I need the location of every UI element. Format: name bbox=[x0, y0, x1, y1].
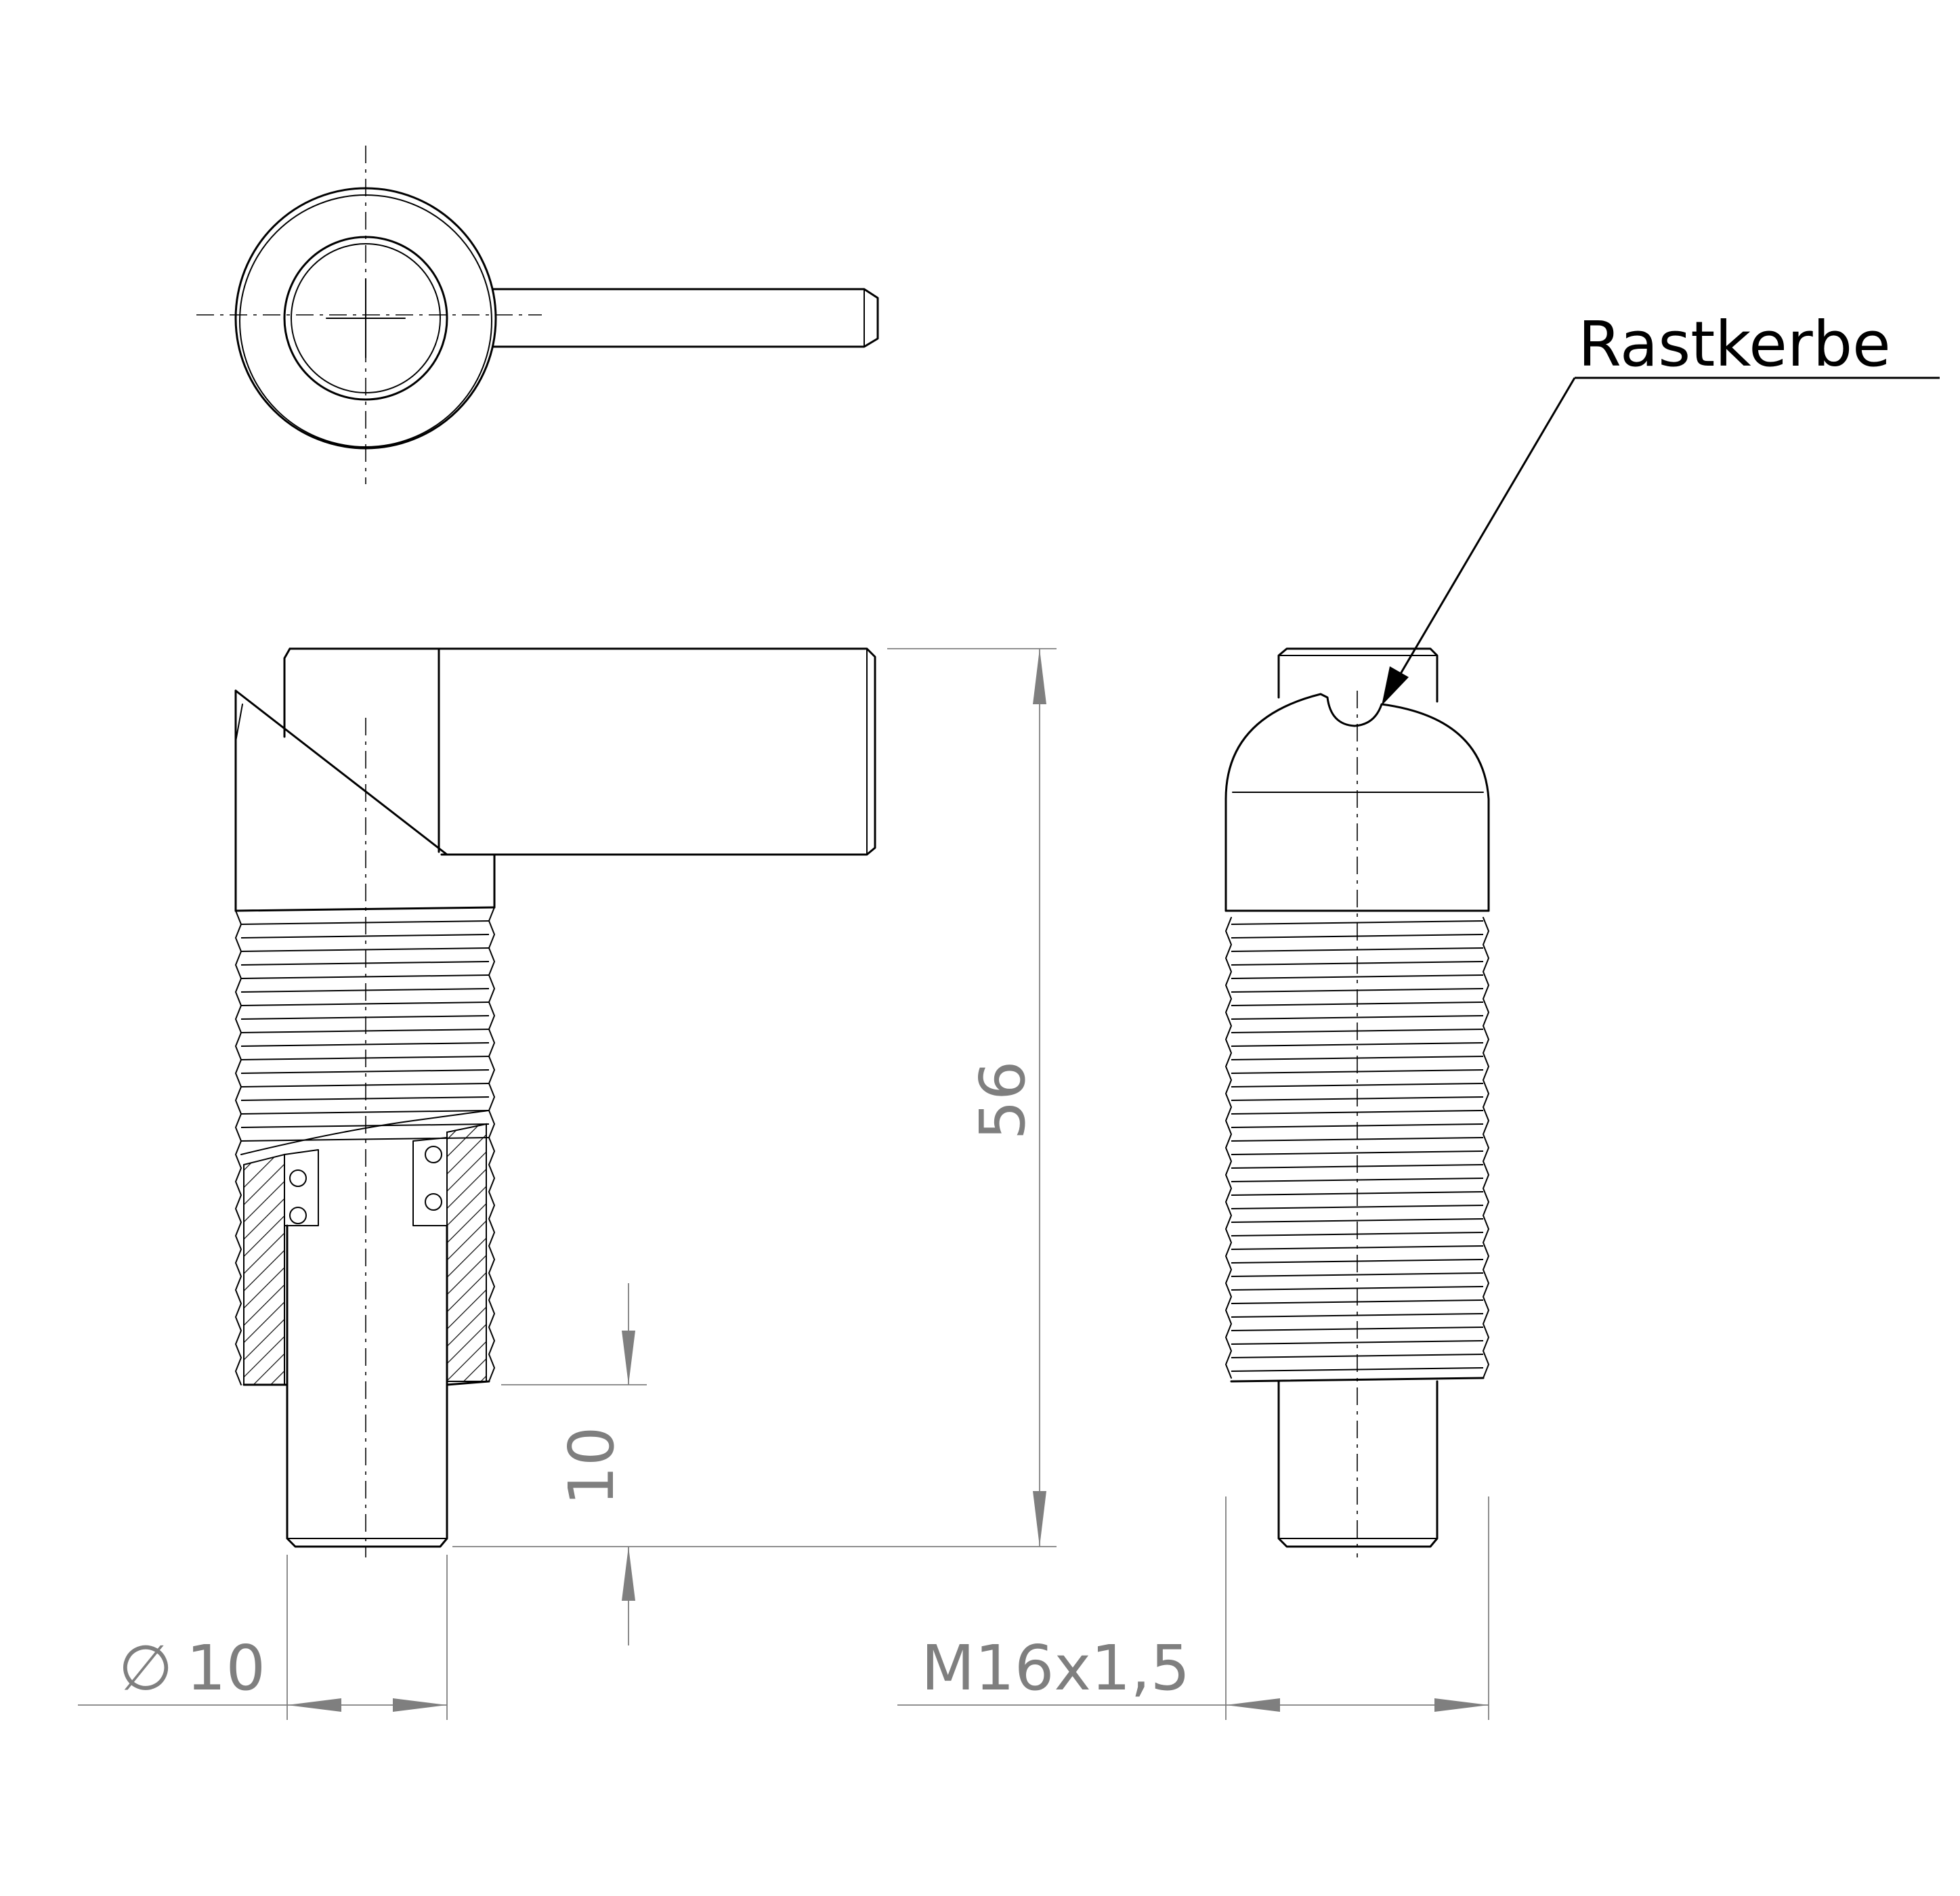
thread-crest-line bbox=[1231, 1340, 1484, 1345]
thread-crest-line bbox=[240, 1069, 490, 1074]
thread-crest-line bbox=[1231, 1015, 1484, 1020]
thread-crest-line bbox=[1231, 1042, 1484, 1047]
thread-crest-line bbox=[240, 934, 490, 939]
thread-crest-line bbox=[1231, 1272, 1484, 1277]
diameter-symbol: ∅ bbox=[119, 1632, 173, 1704]
side-view bbox=[1224, 647, 1490, 1557]
dimension-thread-label: M16x1,5 bbox=[921, 1632, 1190, 1704]
thread-crest-line bbox=[240, 1029, 490, 1033]
dimension-pin-diameter: ∅ 10 bbox=[78, 1555, 448, 1720]
thread-crest-line bbox=[240, 920, 490, 925]
thread-crest-line bbox=[1231, 974, 1484, 979]
thread-crest-line bbox=[240, 1042, 490, 1047]
thread-crest-line bbox=[240, 1083, 490, 1087]
thread-crest-line bbox=[1231, 1205, 1484, 1209]
dimension-10-label: 10 bbox=[555, 1426, 628, 1505]
front-view bbox=[234, 647, 876, 1557]
detent-notch-label: Rastkerbe bbox=[1578, 308, 1891, 381]
thread-crest-line bbox=[1231, 1313, 1484, 1318]
dimension-thread-size: M16x1,5 bbox=[897, 1496, 1489, 1720]
thread-crest-line bbox=[240, 1096, 490, 1101]
dimension-overall-height: 56 bbox=[452, 648, 1057, 1547]
thread-crest-line bbox=[240, 961, 490, 966]
thread-crest-line bbox=[240, 974, 490, 979]
detent-notch-callout: Rastkerbe bbox=[1382, 308, 1940, 706]
thread-crest-line bbox=[240, 1015, 490, 1020]
thread-crest-line bbox=[1231, 920, 1484, 925]
dimension-pin-projection: 10 bbox=[501, 1283, 647, 1645]
thread-crest-line bbox=[240, 1110, 490, 1115]
thread-crest-line bbox=[1231, 1218, 1484, 1223]
thread-crest-line bbox=[240, 947, 490, 952]
dimension-56-label: 56 bbox=[966, 1060, 1039, 1140]
thread-crest-line bbox=[240, 1123, 490, 1128]
thread-crest-line bbox=[1231, 1110, 1484, 1115]
thread-crest-line bbox=[240, 1001, 490, 1006]
thread-crest-line bbox=[1231, 1150, 1484, 1155]
thread-crest-line bbox=[1231, 1083, 1484, 1087]
thread-crest-line bbox=[240, 1056, 490, 1060]
dimension-diameter-10-label: 10 bbox=[186, 1632, 265, 1704]
top-view bbox=[196, 146, 879, 484]
thread-crest-line bbox=[240, 988, 490, 993]
